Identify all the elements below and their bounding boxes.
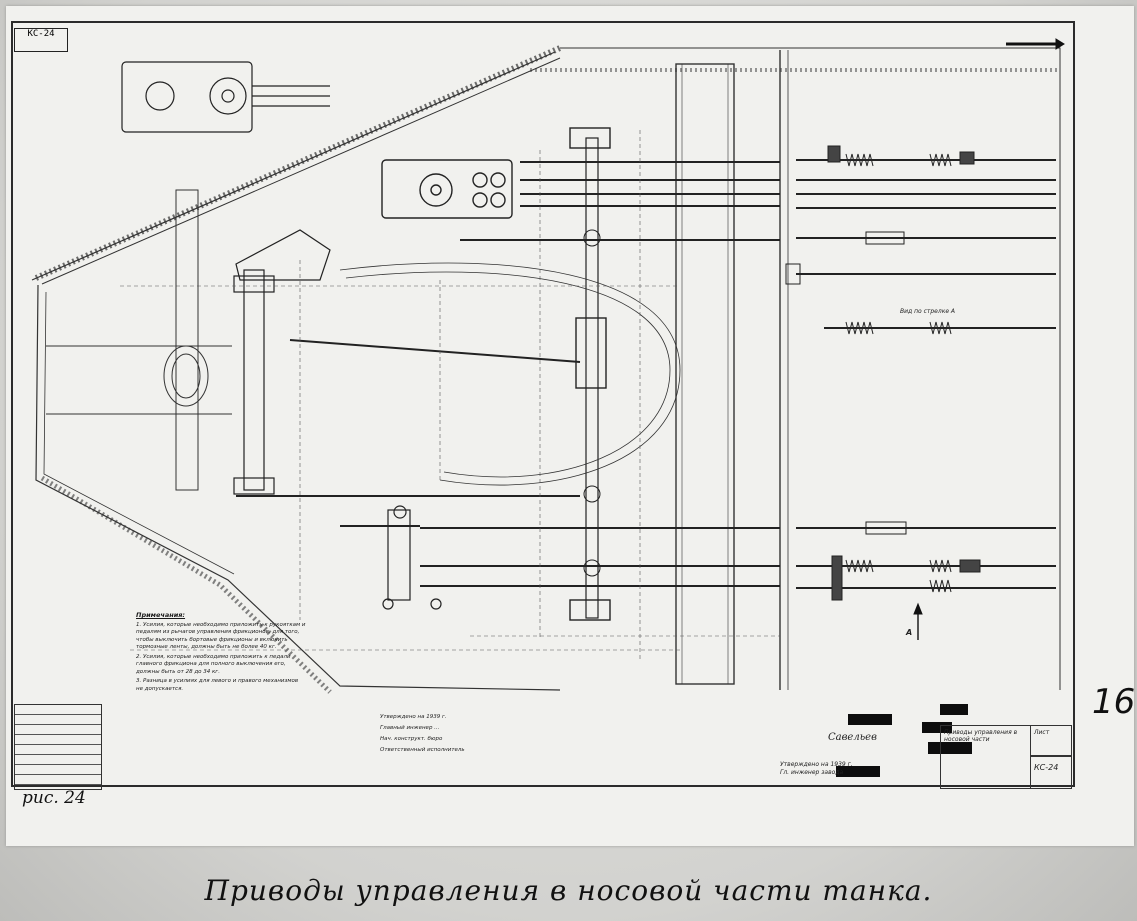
revision-row (15, 725, 101, 735)
sheet-code-top-left: КС-24 (14, 28, 68, 52)
view-label: Вид по стрелке А (900, 308, 956, 315)
revision-row (15, 765, 101, 775)
sheet-cell (1030, 725, 1072, 757)
revision-row (15, 705, 101, 715)
control-rods (420, 159, 1056, 589)
springs (845, 153, 952, 593)
curved-pipe (339, 262, 681, 486)
approval-line: Ответственный исполнитель (380, 747, 465, 753)
hatch (46, 189, 232, 491)
arrow-a (913, 602, 923, 640)
revision-row (15, 735, 101, 745)
code-cell (1030, 755, 1072, 789)
approval-notes: Утверждено на 1939 г. Главный инженер ..… (380, 712, 465, 756)
inset-detail (121, 61, 330, 133)
redaction-bar (848, 714, 892, 725)
notes-heading: Примечания: (136, 611, 186, 619)
redaction-bar (922, 722, 952, 733)
revision-row (15, 755, 101, 765)
caption: Приводы управления в носовой части танка… (204, 874, 933, 907)
redaction-bar (940, 704, 968, 715)
approval-line: Нач. конструкт. бюро (380, 736, 443, 742)
code-text: КС-24 (1034, 763, 1059, 772)
dimension-lines (120, 130, 780, 660)
note-item: 2. Усилия, которые необходимо приложить … (136, 653, 291, 675)
page-number: 16 (1092, 682, 1136, 722)
figure-label: рис. 24 (22, 788, 86, 808)
frame-rails (675, 50, 789, 690)
approval-line: Главный инженер ... (380, 725, 440, 731)
couplings (785, 145, 981, 601)
sheet-text: Лист (1034, 729, 1050, 736)
notes-block: Примечания: 1. Усилия, которые необходим… (136, 611, 306, 695)
revision-row (15, 715, 101, 725)
revision-row (15, 745, 101, 755)
approval-line: Утверждено на 1939 г. (380, 714, 447, 720)
pedal-shaft (233, 229, 581, 497)
arrow-label: А (906, 628, 913, 637)
sheet-code-text: КС-24 (27, 29, 55, 39)
title-block: Приводы управления в носовой части Утвер… (780, 695, 1072, 789)
control-box (381, 159, 513, 219)
drawing-title: Приводы управления в носовой части (944, 729, 1018, 743)
lever-assembly (340, 505, 442, 610)
approved-text: Утверждено на 1939 г. (780, 761, 853, 768)
redaction-bar (928, 742, 972, 754)
cross-shaft (569, 127, 611, 621)
note-item: 1. Усилия, которые необходимо приложить … (136, 621, 306, 651)
stamp-signature: Савельев (828, 732, 877, 743)
hull-outline (31, 45, 1061, 694)
note-item: 3. Разница в усилиях для левого и правог… (136, 678, 299, 692)
revision-row (15, 775, 101, 785)
chief-text: Гл. инженер завода (780, 769, 844, 776)
stamp-arrow (1006, 38, 1065, 50)
redaction-bar (836, 766, 880, 777)
revision-table (14, 704, 102, 790)
